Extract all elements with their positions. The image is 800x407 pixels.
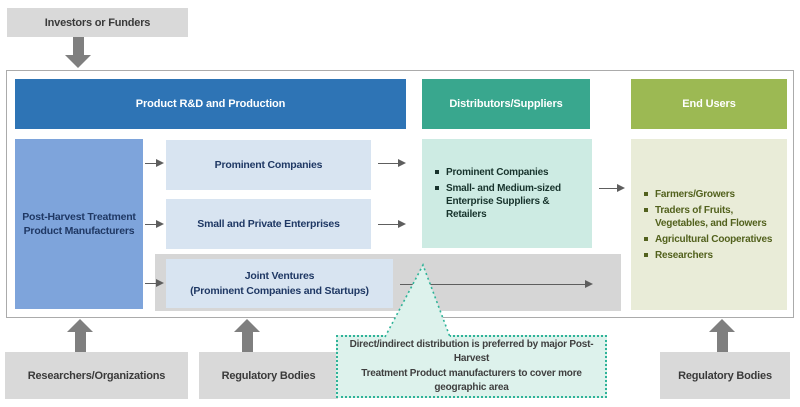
prominent-companies-label: Prominent Companies (214, 158, 323, 171)
regulatory-right-up-arrow-icon (709, 319, 735, 332)
regulatory-bodies-mid-box: Regulatory Bodies (199, 352, 338, 399)
regulatory-right-up-arrow-stem (717, 331, 728, 352)
regulatory-bodies-mid-label: Regulatory Bodies (221, 369, 316, 382)
arrow-distributors-to-endusers-icon (599, 184, 625, 193)
arrow-jv-band-icon (400, 280, 593, 289)
regulatory-bodies-right-box: Regulatory Bodies (660, 352, 790, 399)
investors-down-arrow-stem (73, 37, 84, 56)
investors-label: Investors or Funders (44, 16, 151, 29)
header-end-users-label: End Users (682, 98, 736, 110)
header-product-rnd-label: Product R&D and Production (135, 98, 286, 110)
arrow-manu-to-small-icon (145, 220, 164, 229)
end-users-item-label: Farmers/Growers (655, 188, 735, 200)
list-item: Traders of Fruits, Vegetables, and Flowe… (644, 204, 781, 230)
list-item: Agricultural Cooperatives (644, 233, 781, 246)
list-item: Researchers (644, 249, 781, 262)
callout-note: Direct/indirect distribution is preferre… (336, 335, 607, 398)
end-users-item-label: Traders of Fruits, Vegetables, and Flowe… (655, 204, 767, 229)
regulatory-bodies-right-label: Regulatory Bodies (678, 369, 772, 382)
bullet-icon (644, 207, 648, 212)
callout-text-line1: Direct/indirect distribution is preferre… (349, 338, 594, 365)
header-distributors: Distributors/Suppliers (422, 79, 590, 129)
small-private-enterprises-label: Small and Private Enterprises (197, 217, 340, 230)
regulatory-mid-up-arrow-icon (234, 319, 260, 332)
distributors-item-label: Small- and Medium-sized Enterprise Suppl… (446, 183, 561, 220)
researchers-up-arrow-icon (67, 319, 93, 332)
header-distributors-label: Distributors/Suppliers (449, 98, 563, 110)
bullet-icon (435, 170, 439, 174)
small-private-enterprises-box: Small and Private Enterprises (166, 199, 371, 249)
manufacturers-label-line2: Product Manufacturers (23, 225, 135, 237)
distributors-item-label: Prominent Companies (446, 167, 549, 178)
header-end-users: End Users (631, 79, 787, 129)
researchers-up-arrow-stem (75, 331, 86, 352)
list-item: Prominent Companies (435, 166, 586, 179)
distributors-box: Prominent Companies Small- and Medium-si… (422, 139, 592, 248)
bullet-icon (644, 236, 648, 241)
callout-text-line2: Treatment Product manufacturers to cover… (361, 367, 582, 394)
joint-ventures-label-line2: (Prominent Companies and Startups) (190, 284, 369, 297)
manufacturers-label-line1: Post-Harvest Treatment (22, 210, 136, 223)
end-users-list: Farmers/Growers Traders of Fruits, Veget… (631, 188, 787, 262)
researchers-organizations-box: Researchers/Organizations (5, 352, 188, 399)
header-product-rnd: Product R&D and Production (15, 79, 406, 129)
callout-pointer-icon (384, 263, 451, 338)
prominent-companies-box: Prominent Companies (166, 140, 371, 190)
list-item: Farmers/Growers (644, 188, 781, 201)
arrow-small-to-distributors-icon (378, 220, 406, 229)
list-item: Small- and Medium-sized Enterprise Suppl… (435, 182, 586, 221)
bullet-icon (644, 191, 648, 196)
joint-ventures-box: Joint Ventures (Prominent Companies and … (166, 259, 393, 308)
investors-box: Investors or Funders (7, 8, 188, 37)
end-users-item-label: Agricultural Cooperatives (655, 233, 773, 245)
arrow-manu-to-jv-icon (145, 279, 164, 288)
investors-down-arrow-icon (65, 55, 91, 68)
manufacturers-box: Post-Harvest Treatment Product Manufactu… (15, 139, 143, 309)
bullet-icon (435, 186, 439, 190)
end-users-box: Farmers/Growers Traders of Fruits, Veget… (631, 139, 787, 310)
regulatory-mid-up-arrow-stem (242, 331, 253, 352)
arrow-manu-to-prominent-icon (145, 159, 164, 168)
end-users-item-label: Researchers (655, 249, 713, 261)
arrow-prominent-to-distributors-icon (378, 159, 406, 168)
bullet-icon (644, 252, 648, 257)
joint-ventures-label-line1: Joint Ventures (244, 270, 315, 283)
researchers-organizations-label: Researchers/Organizations (27, 369, 166, 382)
distributors-list: Prominent Companies Small- and Medium-si… (422, 166, 592, 221)
